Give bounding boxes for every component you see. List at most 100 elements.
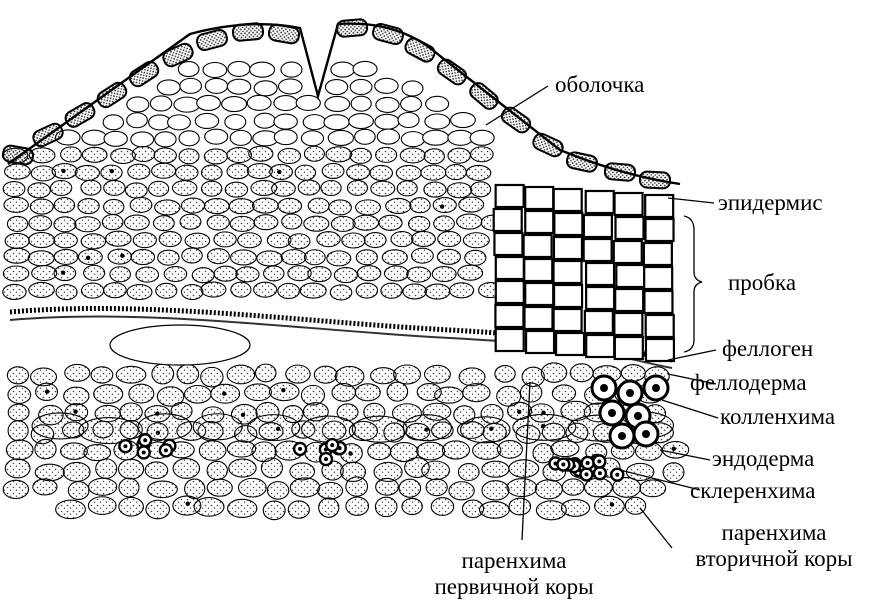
parenchyma-cell — [152, 364, 174, 384]
cortex-cell — [409, 216, 430, 231]
parenchyma-cell — [509, 498, 530, 515]
cortex-cell — [288, 234, 310, 249]
epidermis-cell — [95, 80, 129, 110]
cortex-cell — [154, 216, 175, 231]
cork-cell — [496, 185, 524, 207]
cork-cell — [494, 209, 522, 231]
parenchyma-cell — [387, 382, 408, 401]
label-obolochka: оболочка — [555, 72, 644, 98]
parenchyma-cell — [119, 497, 144, 516]
cortex-cell — [438, 231, 461, 246]
cortex-cell — [447, 183, 471, 198]
cork-cell — [524, 259, 552, 281]
cortex-cell — [181, 198, 204, 213]
cortex-cell — [29, 282, 54, 297]
cortex-cell — [347, 180, 367, 195]
cortex-cell — [267, 233, 291, 248]
cortex-cell — [78, 249, 102, 264]
cork-cell — [586, 335, 614, 357]
cortex-cell — [82, 147, 107, 162]
parenchyma-cell — [207, 461, 227, 479]
parenchyma-cell — [238, 478, 266, 497]
cortex-cell — [82, 130, 107, 145]
nucleus — [61, 169, 65, 173]
parenchyma-cell — [3, 480, 28, 498]
parenchyma-cell — [194, 498, 224, 517]
parenchyma-cell — [376, 478, 399, 495]
cortex-cell — [173, 181, 197, 196]
label-sklerenkhima: склеренхима — [690, 478, 816, 504]
parenchyma-cell — [371, 368, 397, 384]
cortex-cell — [181, 285, 203, 300]
cork-cell — [554, 309, 582, 331]
parenchyma-cell — [495, 366, 515, 383]
cortex-cell — [254, 215, 278, 230]
endoderm-cell — [193, 414, 242, 440]
cortex-cell — [382, 250, 407, 265]
cortex-cell — [391, 232, 413, 247]
cortex-cell — [331, 216, 355, 231]
sclerenchyma-lumen — [142, 450, 146, 454]
cork-cell — [554, 261, 582, 283]
parenchyma-cell — [473, 442, 501, 460]
cortex-cell — [131, 132, 154, 147]
cortex-cell — [229, 199, 254, 214]
cortex-cell — [156, 283, 177, 298]
cork-cell — [586, 263, 614, 285]
cortex-cell — [152, 163, 176, 178]
nucleus — [120, 253, 124, 257]
cortex-cell — [278, 79, 302, 94]
parenchyma-cell — [497, 441, 522, 459]
cortex-cell — [155, 200, 180, 215]
cortex-cell — [465, 250, 486, 265]
cortex-cell — [254, 81, 277, 96]
cortex-cell — [127, 285, 152, 300]
nucleus — [73, 409, 77, 413]
cork-cell — [616, 265, 644, 287]
cortex-cell — [179, 149, 199, 164]
parenchyma-cell — [8, 421, 28, 441]
leader-kollenkhima — [662, 400, 718, 418]
parenchyma-cell — [368, 443, 391, 460]
endoderm-cell — [302, 416, 356, 442]
endoderm-cell — [79, 418, 138, 444]
cortex-cell — [425, 114, 450, 129]
nucleus — [186, 502, 190, 506]
parenchyma-cell — [402, 498, 422, 514]
nucleus — [348, 451, 352, 455]
epidermis-cell — [467, 80, 500, 112]
cortex-cell — [459, 197, 484, 212]
cork-cell — [586, 191, 614, 213]
leader-fellogen — [668, 350, 716, 360]
cortex-cell — [225, 182, 247, 197]
cortex-cell — [424, 149, 444, 164]
cork-cell — [524, 235, 552, 257]
cortex-cell — [325, 96, 350, 111]
cortex-cell — [133, 233, 156, 248]
nucleus — [276, 427, 280, 431]
parenchyma-cell — [319, 498, 339, 517]
cortex-cell — [132, 146, 155, 161]
cortex-cell — [247, 164, 272, 179]
cortex-cell — [195, 113, 218, 128]
collenchyma-lumen — [634, 412, 642, 420]
cork-cell — [644, 291, 672, 313]
cortex-cell — [176, 165, 198, 180]
cortex-cell — [425, 284, 450, 299]
parenchyma-cell — [227, 365, 255, 384]
cortex-cell — [158, 250, 180, 265]
cortex-cell — [376, 147, 397, 162]
cortex-cell — [301, 131, 323, 146]
label-parenkhima-primary-line2: первичной коры — [416, 574, 612, 600]
cortex-cell — [330, 285, 351, 300]
parenchyma-cell — [35, 464, 64, 480]
parenchyma-cell — [535, 480, 562, 499]
parenchyma-cell — [88, 497, 116, 515]
cortex-cell — [449, 283, 473, 298]
cortex-cell — [110, 267, 131, 282]
cortex-cell — [54, 217, 76, 232]
parenchyma-cell — [482, 481, 509, 500]
cortex-cell — [128, 164, 150, 179]
cortex-cell — [182, 248, 202, 263]
parenchyma-cell — [335, 366, 364, 386]
